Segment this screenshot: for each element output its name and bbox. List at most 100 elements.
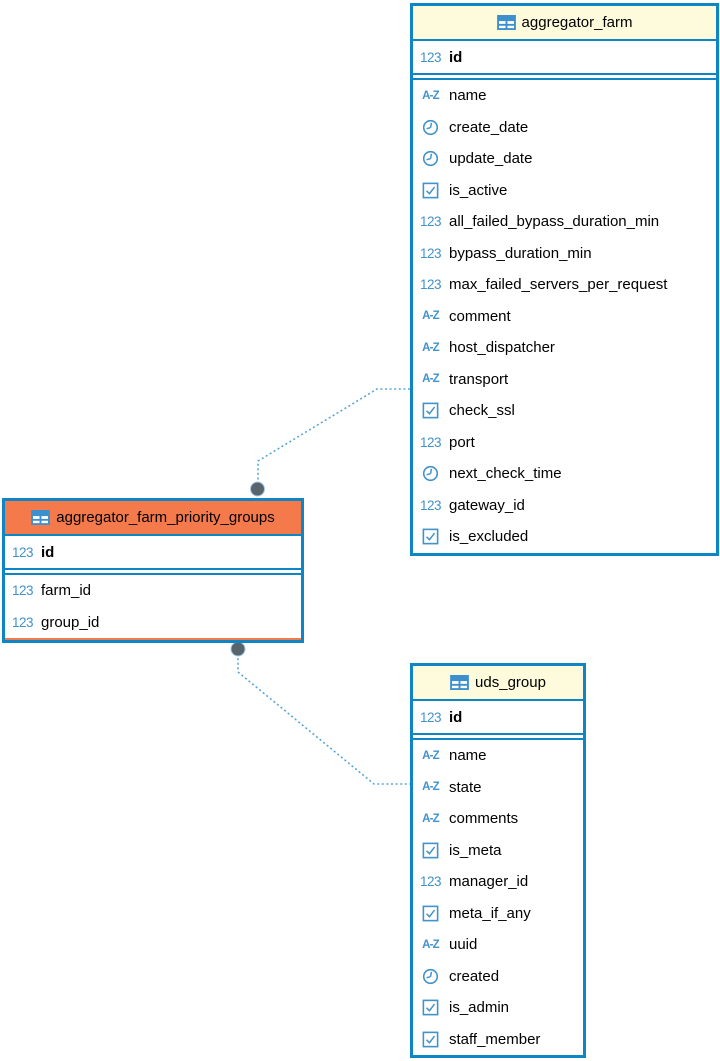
entity-title: uds_group (475, 674, 546, 691)
column-name: group_id (41, 613, 100, 631)
column-row[interactable]: 123 id (413, 701, 583, 733)
column-name: uuid (449, 936, 478, 954)
column-name: farm_id (41, 582, 92, 600)
column-row[interactable]: A-Z transport (413, 364, 716, 396)
relationship-line[interactable] (237, 649, 410, 785)
column-name: staff_member (449, 1030, 541, 1048)
column-row[interactable]: check_ssl (413, 395, 716, 427)
column-name: id (41, 543, 55, 561)
table-icon (496, 15, 516, 30)
table-icon (450, 675, 469, 690)
numeric-type-icon: 123 (11, 583, 34, 599)
datetime-type-icon (418, 150, 443, 167)
column-row[interactable]: 123 farm_id (5, 575, 301, 607)
datetime-type-icon (418, 465, 443, 482)
boolean-type-icon (418, 182, 443, 199)
text-type-icon: A-Z (422, 812, 440, 825)
relationship-endpoint-dot (250, 481, 265, 497)
boolean-type-icon (418, 905, 443, 922)
column-name: is_active (449, 181, 508, 199)
text-type-icon: A-Z (422, 341, 440, 354)
column-row[interactable]: update_date (413, 143, 716, 175)
numeric-type-icon: 123 (11, 544, 34, 560)
entity-header[interactable]: uds_group (413, 666, 583, 701)
column-row[interactable]: A-Z host_dispatcher (413, 332, 716, 364)
column-name: check_ssl (449, 402, 515, 420)
boolean-type-icon (418, 402, 443, 419)
entity-title: aggregator_farm (521, 14, 633, 31)
column-name: comment (449, 307, 511, 325)
numeric-type-icon: 123 (419, 277, 442, 293)
numeric-type-icon: 123 (419, 214, 442, 230)
entity-title: aggregator_farm_priority_groups (56, 509, 275, 526)
relationship-line[interactable] (257, 388, 410, 489)
column-name: create_date (449, 118, 529, 136)
column-name: host_dispatcher (449, 339, 555, 357)
relationship-endpoint-dot (230, 641, 246, 657)
boolean-type-icon (418, 1031, 443, 1048)
column-name: port (449, 433, 475, 451)
column-name: is_admin (449, 999, 510, 1017)
column-row[interactable]: A-Z uuid (413, 929, 583, 961)
column-row[interactable]: is_active (413, 175, 716, 207)
column-row[interactable]: created (413, 961, 583, 993)
primary-key-section: 123 id (413, 701, 583, 735)
relationship-priority_groups-to-uds_group[interactable] (230, 641, 410, 785)
column-name: id (449, 708, 463, 726)
numeric-type-icon: 123 (419, 245, 442, 261)
column-name: update_date (449, 150, 533, 168)
text-type-icon: A-Z (422, 938, 440, 951)
column-row[interactable]: staff_member (413, 1024, 583, 1056)
column-name: all_failed_bypass_duration_min (449, 213, 660, 231)
entity-header[interactable]: aggregator_farm_priority_groups (5, 501, 301, 536)
column-row[interactable]: 123 bypass_duration_min (413, 238, 716, 270)
column-name: transport (449, 370, 509, 388)
column-name: bypass_duration_min (449, 244, 592, 262)
column-name: name (449, 87, 487, 105)
numeric-type-icon: 123 (419, 497, 442, 513)
boolean-type-icon (418, 842, 443, 859)
relationship-aggregator_farm-to-priority_groups[interactable] (250, 388, 411, 497)
text-type-icon: A-Z (422, 749, 440, 762)
column-name: next_check_time (449, 465, 562, 483)
primary-key-section: 123 id (5, 536, 301, 570)
column-row[interactable]: 123 id (5, 536, 301, 568)
entity-table-aggregator_farm_priority_groups[interactable]: aggregator_farm_priority_groups 123 id 12… (2, 498, 304, 643)
column-name: meta_if_any (449, 904, 531, 922)
column-name: id (449, 48, 463, 66)
column-row[interactable]: meta_if_any (413, 898, 583, 930)
column-name: name (449, 747, 487, 765)
column-row[interactable]: A-Z name (413, 740, 583, 772)
column-row[interactable]: create_date (413, 112, 716, 144)
text-type-icon: A-Z (422, 310, 440, 323)
boolean-type-icon (418, 999, 443, 1016)
column-name: created (449, 967, 500, 985)
boolean-type-icon (418, 528, 443, 545)
entity-header[interactable]: aggregator_farm (413, 6, 716, 41)
text-type-icon: A-Z (422, 373, 440, 386)
column-name: is_excluded (449, 528, 529, 546)
column-row[interactable]: 123 all_failed_bypass_duration_min (413, 206, 716, 238)
column-row[interactable]: next_check_time (413, 458, 716, 490)
column-row[interactable]: is_admin (413, 992, 583, 1024)
column-row[interactable]: is_excluded (413, 521, 716, 553)
numeric-type-icon: 123 (419, 709, 442, 725)
column-row[interactable]: A-Z comment (413, 301, 716, 333)
column-row[interactable]: is_meta (413, 835, 583, 867)
